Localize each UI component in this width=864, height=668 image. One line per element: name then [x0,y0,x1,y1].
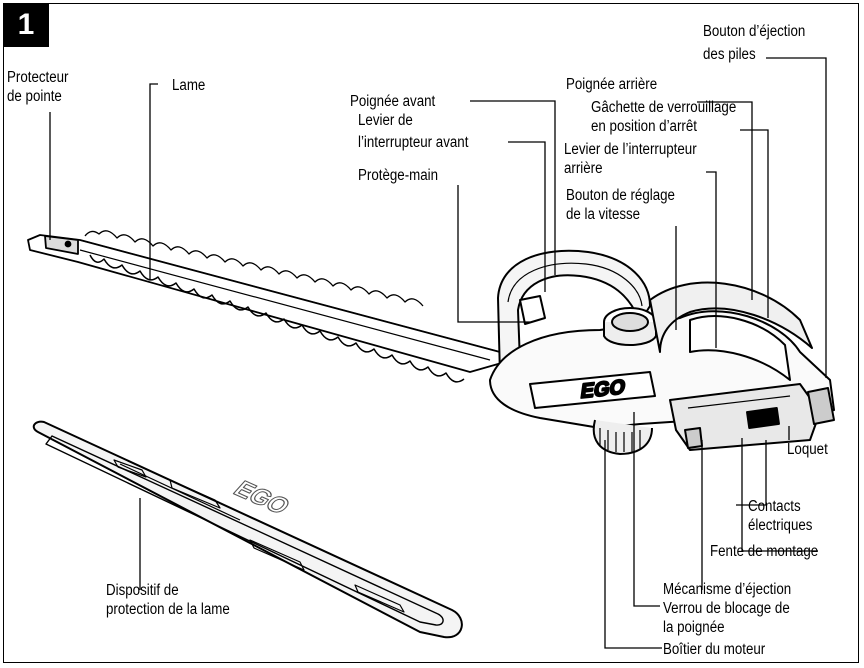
label-lock-off-trigger-line2: en position d’arrêt [591,117,736,136]
label-blade: Lame [172,76,205,95]
label-motor-housing: Boîtier du moteur [663,640,765,659]
label-hand-guard: Protège-main [358,166,438,185]
label-tip-protector-line1: Protecteur [7,68,69,87]
label-rear-handle: Poignée arrière [566,75,657,94]
trimmer-body-illustration: EGO 56V [490,251,834,454]
label-blade-cover-line2: protection de la lame [106,600,230,619]
label-front-switch-lever: Levier de l’interrupteur avant [358,111,468,152]
label-battery-eject-button-line2: des piles [703,45,805,64]
blade-cover-illustration: EGO [34,422,462,638]
label-tip-protector: Protecteur de pointe [7,68,69,106]
label-electrical-contacts: Contacts électriques [748,497,812,535]
label-lock-off-trigger: Gâchette de verrouillage en position d’a… [591,98,736,136]
label-mounting-slot: Fente de montage [710,542,818,561]
label-front-switch-lever-line2: l’interrupteur avant [358,133,468,152]
label-battery-eject-button-line1: Bouton d’éjection [703,22,805,41]
label-battery-eject-button: Bouton d’éjection des piles [703,22,805,64]
label-latch: Loquet [787,440,828,459]
label-eject-mechanism: Mécanisme d’éjection [663,580,791,599]
label-blade-cover: Dispositif de protection de la lame [106,581,230,619]
label-speed-button-line2: de la vitesse [566,205,675,224]
label-blade-cover-line1: Dispositif de [106,581,230,600]
label-rear-switch-lever-line2: arrière [564,159,697,178]
blade-illustration [28,231,505,382]
label-handle-lock: Verrou de blocage de la poignée [663,599,790,637]
label-rear-switch-lever: Levier de l’interrupteur arrière [564,140,697,178]
label-lock-off-trigger-line1: Gâchette de verrouillage [591,98,736,117]
label-handle-lock-line2: la poignée [663,618,790,637]
label-handle-lock-line1: Verrou de blocage de [663,599,790,618]
label-front-switch-lever-line1: Levier de [358,111,468,130]
label-rear-switch-lever-line1: Levier de l’interrupteur [564,140,697,159]
label-electrical-contacts-line1: Contacts [748,497,812,516]
label-front-handle: Poignée avant [350,92,435,111]
label-speed-button-line1: Bouton de réglage [566,186,675,205]
label-tip-protector-line2: de pointe [7,87,69,106]
label-electrical-contacts-line2: électriques [748,516,812,535]
label-speed-button: Bouton de réglage de la vitesse [566,186,675,224]
